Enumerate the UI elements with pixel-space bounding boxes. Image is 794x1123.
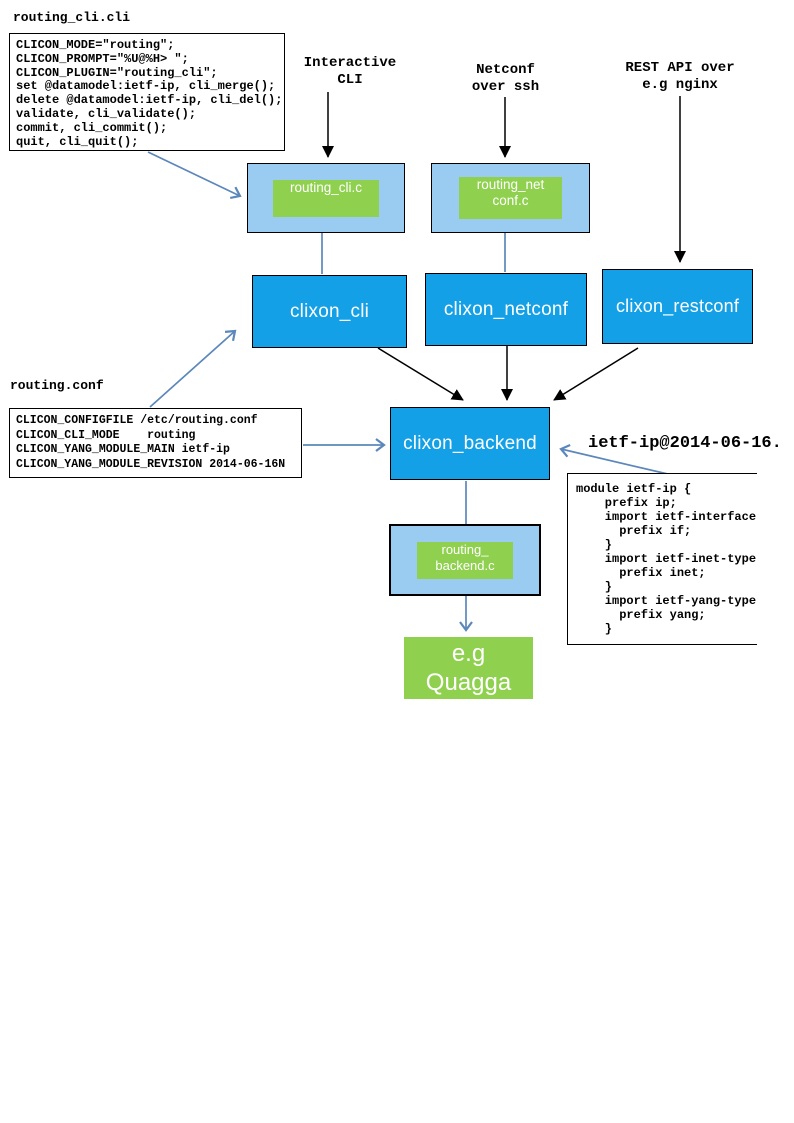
routing-backend-host-box: routing_ backend.c [389, 524, 541, 596]
conf-file-title: routing.conf [10, 378, 104, 393]
clixon-netconf-box: clixon_netconf [425, 273, 587, 346]
rest-api-label: REST API over e.g nginx [625, 60, 735, 93]
routing-cli-plugin-box: routing_cli.c [273, 179, 379, 217]
conf-spec-codebox: CLICON_CONFIGFILE /etc/routing.conf CLIC… [9, 408, 302, 478]
clixon-restconf-box: clixon_restconf [602, 269, 753, 344]
quagga-box: e.g Quagga [404, 637, 533, 699]
routing-netconf-host-box: routing_net conf.c [431, 163, 590, 233]
arrow-conf-to-clixon-cli [149, 329, 237, 408]
cli-spec-codebox: CLICON_MODE="routing"; CLICON_PROMPT="%U… [9, 33, 285, 151]
clixon-backend-box: clixon_backend [390, 407, 550, 480]
arrow-cli-to-backend [377, 347, 464, 401]
yang-module-codebox: module ietf-ip { prefix ip; import ietf-… [567, 473, 757, 645]
yang-file-title: ietf-ip@2014-06-16. [588, 434, 782, 453]
cli-file-title: routing_cli.cli [13, 10, 131, 25]
routing-netconf-plugin-box: routing_net conf.c [459, 177, 562, 219]
clixon-cli-box: clixon_cli [252, 275, 407, 348]
routing-cli-host-box: routing_cli.c [247, 163, 405, 233]
arrow-restconf-to-backend [553, 347, 639, 401]
netconf-over-ssh-label: Netconf over ssh [471, 62, 540, 95]
routing-backend-plugin-box: routing_ backend.c [417, 541, 513, 579]
arrow-clispec-to-plugin-cli [147, 151, 242, 200]
interactive-cli-label: Interactive CLI [303, 55, 397, 88]
